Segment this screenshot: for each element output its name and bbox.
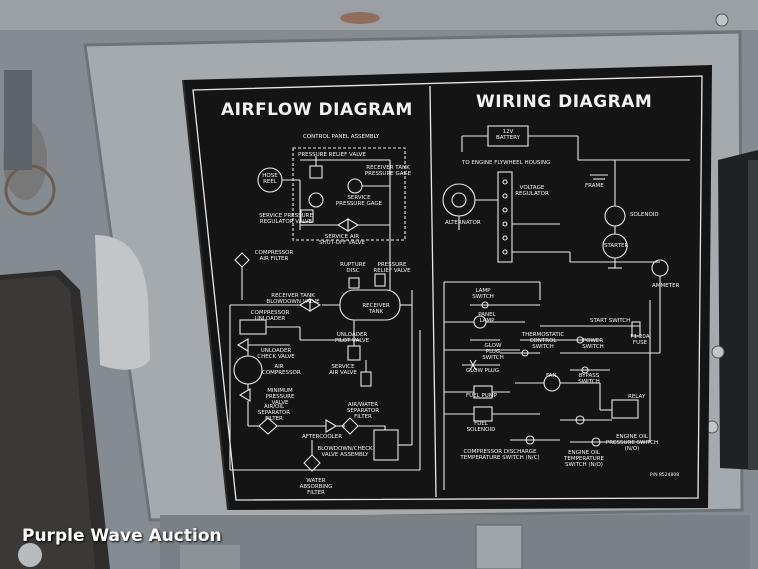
alternator-label: ALTERNATOR [445, 220, 481, 226]
lamp-switch-label: LAMP SWITCH [472, 288, 494, 300]
unloader-pilot-label: UNLOADER PILOT VALVE [334, 332, 370, 344]
fuel-pump-label: FUEL PUMP [466, 393, 497, 399]
glow-plug-switch-label: GLOW PLUG SWITCH [482, 343, 504, 361]
fan-label: FAN [546, 373, 557, 379]
thermostatic-label: THERMOSTATIC CONTROL SWITCH [521, 332, 565, 350]
voltage-regulator-label: VOLTAGE REGULATOR [515, 185, 549, 197]
pressure-relief-valve-2-label: PRESSURE RELIEF VALVE [373, 262, 411, 274]
min-pressure-label: MINIMUM PRESSURE VALVE [265, 388, 295, 406]
power-switch-label: POWER SWITCH [582, 338, 604, 350]
air-compressor-label: AIR COMPRESSOR [262, 364, 301, 376]
service-gage-label: SERVICE PRESSURE GAGE [335, 195, 383, 207]
service-regulator-label: SERVICE PRESSURE REGULATOR VALVE [259, 213, 313, 225]
part-number-label: P/N 8524808 [650, 473, 680, 478]
airflow-diagram-title: AIRFLOW DIAGRAM [221, 100, 413, 120]
discharge-temp-label: COMPRESSOR DISCHARGE TEMPERATURE SWITCH … [460, 449, 540, 461]
oil-pressure-label: ENGINE OIL PRESSURE SWITCH (N/O) [605, 434, 659, 452]
aftercooler-label: AFTERCOOLER [302, 434, 343, 440]
air-water-filter-label: AIR/WATER SEPARATOR FILTER [346, 402, 380, 420]
service-air-valve-label: SERVICE AIR VALVE [329, 364, 357, 376]
watermark: Purple Wave Auction [22, 526, 222, 546]
air-oil-filter-label: AIR/OIL SEPARATOR FILTER [257, 404, 291, 422]
water-filter-label: WATER ABSORBING FILTER [299, 478, 333, 496]
air-filter-label: COMPRESSOR AIR FILTER [254, 250, 294, 262]
relay-label: RELAY [628, 394, 646, 400]
fuel-solenoid-label: FUEL SOLENOID [466, 421, 496, 433]
oil-temp-label: ENGINE OIL TEMPERATURE SWITCH (N/O) [564, 450, 604, 468]
start-switch-label: START SWITCH [590, 318, 631, 324]
hose-reel-label: HOSE REEL [262, 173, 278, 185]
starter-label: STARTER [604, 243, 629, 249]
rupture-disc-label: RUPTURE DISC [340, 262, 366, 274]
solenoid-label: SOLENOID [630, 212, 659, 218]
flywheel-label: TO ENGINE FLYWHEEL HOUSING [462, 160, 551, 166]
wiring-diagram-title: WIRING DIAGRAM [476, 92, 653, 112]
frame-label: FRAME [585, 183, 604, 189]
compressor-unloader-label: COMPRESSOR UNLOADER [250, 310, 290, 322]
bypass-switch-label: BYPASS SWITCH [578, 373, 600, 385]
battery-label: 12V BATTERY [495, 129, 521, 141]
blowdown-check-label: BLOWDOWN/CHECK VALVE ASSEMBLY [317, 446, 373, 458]
pressure-relief-valve-label: PRESSURE RELIEF VALVE [298, 152, 366, 158]
receiver-tank-gage-label: RECEIVER TANK PRESSURE GAGE [364, 165, 412, 177]
unloader-check-label: UNLOADER CHECK VALVE [257, 348, 295, 360]
panel-lamp-label: PANEL LAMP [478, 312, 496, 324]
glow-plug-label: GLOW PLUG [466, 368, 500, 374]
receiver-tank-label: RECEIVER TANK [362, 303, 390, 315]
control-panel-label: CONTROL PANEL ASSEMBLY [303, 134, 380, 140]
ammeter-label: AMMETER [652, 283, 680, 289]
fuse-label: F1 20A FUSE [630, 334, 650, 346]
service-shutoff-label: SERVICE AIR SHUT-OFF VALVE [319, 234, 365, 246]
blowdown-valve-label: RECEIVER TANK BLOWDOWN VALVE [266, 293, 320, 305]
